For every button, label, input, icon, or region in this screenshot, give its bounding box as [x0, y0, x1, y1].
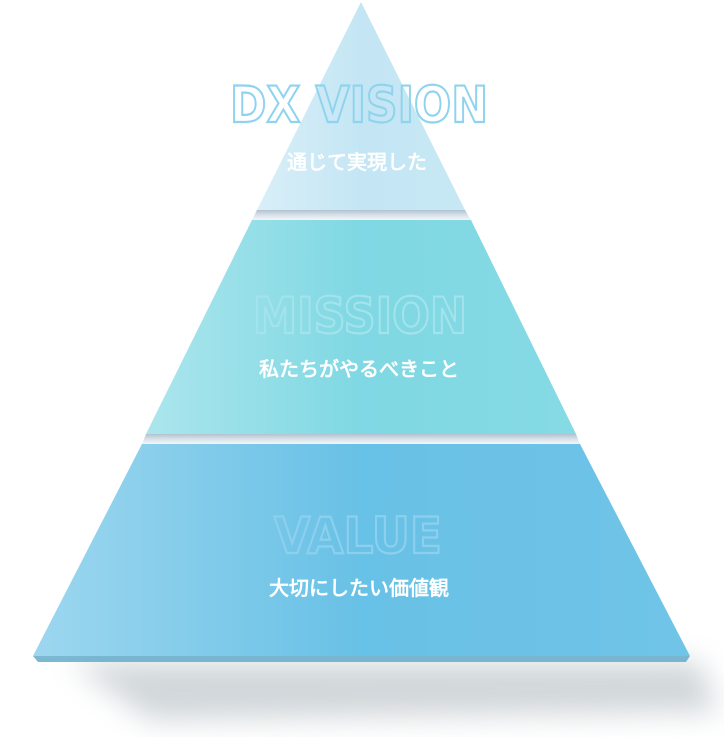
tier-gap-upper [252, 210, 471, 220]
tier-mission-title: MISSION [253, 287, 467, 345]
tier-value-subtitle: 大切にしたい価値観 [269, 576, 449, 600]
tier-value-title: VALUE [274, 507, 442, 565]
tier-vision-subtitle: 通じて実現した [287, 150, 427, 174]
tier-vision-highlight [257, 2, 465, 210]
tier-gap-lower [142, 434, 580, 444]
tier-mission-highlight [146, 220, 576, 434]
pyramid-shadow [70, 662, 718, 720]
tier-value-highlight [33, 444, 690, 656]
tier-vision-title: DX VISION [230, 76, 488, 134]
tier-mission-subtitle: 私たちがやるべきこと [259, 357, 459, 381]
pyramid-base-edge [33, 656, 690, 662]
